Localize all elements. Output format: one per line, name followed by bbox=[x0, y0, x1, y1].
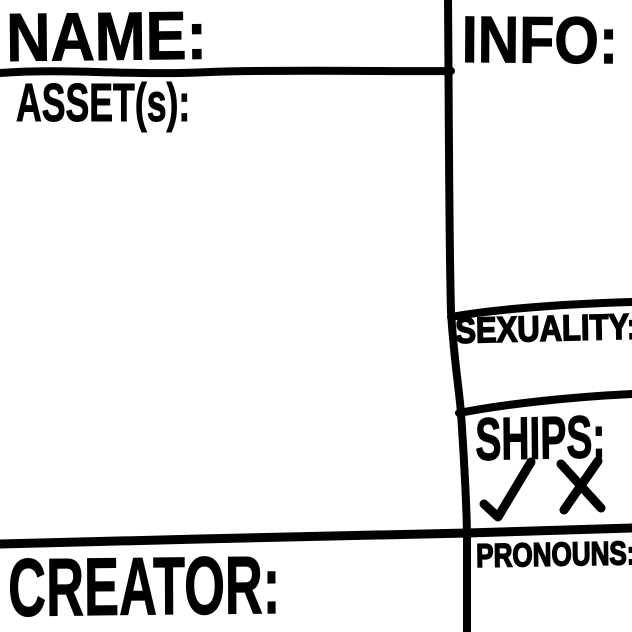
ships-field-area[interactable] bbox=[470, 455, 632, 530]
info-label: INFO: bbox=[461, 2, 619, 78]
info-field-area[interactable] bbox=[455, 70, 632, 305]
creator-label: CREATOR: bbox=[7, 540, 281, 632]
creator-field-area[interactable] bbox=[280, 550, 630, 632]
name-field-area[interactable] bbox=[215, 0, 445, 68]
name-label: NAME: bbox=[5, 0, 208, 76]
assets-field-area[interactable] bbox=[0, 140, 445, 535]
sexuality-label: SEXUALITY: bbox=[454, 305, 632, 352]
name-underline-line bbox=[0, 66, 455, 78]
bottom-divider-line bbox=[0, 523, 632, 549]
ships-divider-line bbox=[455, 390, 632, 417]
sexuality-divider-line bbox=[447, 298, 632, 321]
check-icon bbox=[479, 457, 536, 522]
sexuality-field-area[interactable] bbox=[458, 352, 632, 407]
x-icon bbox=[559, 456, 603, 515]
column-divider-line bbox=[444, 0, 471, 632]
assets-label: ASSET(s): bbox=[16, 73, 191, 133]
